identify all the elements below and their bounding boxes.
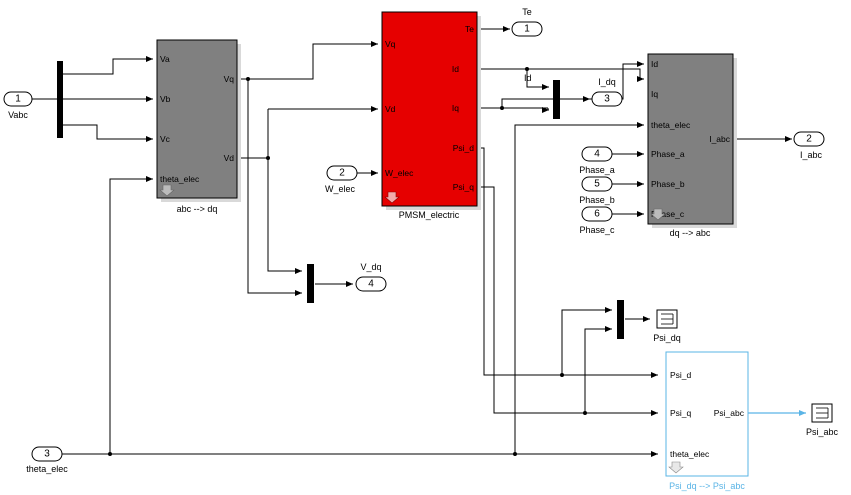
- inport-phase-a[interactable]: 4 Phase_a: [579, 146, 615, 175]
- outport-i-abc[interactable]: 2 I_abc: [793, 131, 825, 160]
- outport-v-dq[interactable]: V_dq 4: [355, 262, 387, 292]
- input-port-label: Vd: [385, 104, 396, 114]
- output-port-label: Te: [465, 24, 474, 34]
- scope-icon: [661, 313, 674, 325]
- port-number: 4: [368, 279, 374, 290]
- port-label: V_dq: [360, 262, 381, 272]
- output-port-label: I_abc: [709, 134, 731, 144]
- block-psi-dq-to-psi-abc[interactable]: Psi_d Psi_q theta_elec Psi_abc Psi_dq --…: [665, 351, 749, 491]
- scope-label: Psi_abc: [806, 427, 839, 437]
- junctions: [108, 67, 587, 456]
- output-port-label: Vd: [224, 153, 235, 163]
- inport-theta-elec[interactable]: 3 theta_elec: [26, 446, 68, 474]
- port-number: 2: [806, 134, 812, 145]
- input-port-label: Psi_d: [670, 370, 692, 380]
- port-number: 6: [594, 209, 600, 220]
- input-port-label: Phase_a: [651, 149, 685, 159]
- subsystem-arrow-icon: [159, 184, 175, 197]
- port-number: 1: [15, 94, 21, 105]
- inport-phase-c[interactable]: 6 Phase_c: [579, 206, 615, 235]
- subsystem-arrow-icon: [668, 461, 684, 474]
- inport-phase-b[interactable]: 5 Phase_b: [579, 176, 615, 205]
- block-name: PMSM_electric: [399, 210, 460, 220]
- inport-vabc[interactable]: 1 Vabc: [3, 91, 33, 120]
- port-number: 3: [604, 94, 610, 105]
- port-number: 3: [44, 449, 50, 460]
- port-number: 5: [594, 179, 600, 190]
- output-port-label: Vq: [224, 74, 235, 84]
- port-label: I_dq: [598, 77, 616, 87]
- inport-w-elec[interactable]: 2 W_elec: [325, 165, 358, 194]
- port-label: Vabc: [8, 110, 28, 120]
- scope-psi-dq[interactable]: Psi_dq: [653, 309, 681, 343]
- port-number: 4: [594, 149, 600, 160]
- port-number: 1: [524, 24, 530, 35]
- port-label: Phase_c: [579, 225, 615, 235]
- input-port-label: Vc: [160, 134, 171, 144]
- block-name: abc --> dq: [177, 204, 218, 214]
- output-port-label: Iq: [452, 103, 459, 113]
- output-port-label: Psi_q: [453, 182, 475, 192]
- block-name: Psi_dq --> Psi_abc: [669, 481, 745, 491]
- input-port-label: Phase_b: [651, 179, 685, 189]
- port-label: Te: [522, 7, 532, 17]
- subsystem-arrow-icon: [384, 191, 400, 204]
- demux-bar-vabc[interactable]: [57, 61, 63, 138]
- subsystem-arrow-icon: [650, 208, 666, 221]
- mux-bar-psi-dq[interactable]: [617, 300, 624, 339]
- scope-icon: [816, 407, 829, 419]
- port-label: W_elec: [325, 184, 356, 194]
- input-port-label: theta_elec: [651, 120, 691, 130]
- input-port-label: theta_elec: [670, 449, 710, 459]
- outport-te[interactable]: Te 1: [511, 7, 543, 37]
- arrowheads: [146, 26, 806, 457]
- port-number: 2: [339, 168, 345, 179]
- input-port-label: Iq: [651, 89, 658, 99]
- scope-psi-abc[interactable]: Psi_abc: [806, 403, 839, 437]
- input-port-label: Id: [651, 59, 658, 69]
- input-port-label: theta_elec: [160, 174, 200, 184]
- port-label: Phase_a: [579, 165, 615, 175]
- input-port-label: Psi_q: [670, 408, 692, 418]
- block-name: dq --> abc: [670, 228, 711, 238]
- port-label: I_abc: [800, 150, 823, 160]
- mux-bar-v-dq[interactable]: [307, 264, 314, 303]
- output-port-label: Psi_abc: [714, 408, 745, 418]
- signal-label-id: Id: [524, 73, 532, 83]
- block-dq-to-abc[interactable]: Id Iq theta_elec Phase_a Phase_b Phase_c…: [647, 53, 737, 238]
- input-port-label: Vq: [385, 39, 396, 49]
- scope-label: Psi_dq: [653, 333, 681, 343]
- port-label: theta_elec: [26, 464, 68, 474]
- input-port-label: Vb: [160, 94, 171, 104]
- output-port-label: Psi_d: [453, 143, 475, 153]
- input-port-label: W_elec: [385, 168, 414, 178]
- block-abc-to-dq[interactable]: Va Vb Vc theta_elec Vq Vd abc --> dq: [156, 39, 241, 214]
- block-pmsm-electric[interactable]: Vq Vd W_elec Te Id Iq Psi_d Psi_q PMSM_e…: [381, 11, 481, 220]
- mux-bar-i-dq[interactable]: [553, 80, 560, 119]
- input-port-label: Va: [160, 54, 170, 64]
- output-port-label: Id: [452, 64, 459, 74]
- input-port-label: Phase_c: [651, 209, 685, 219]
- outport-i-dq[interactable]: I_dq 3: [591, 77, 623, 107]
- port-label: Phase_b: [579, 195, 615, 205]
